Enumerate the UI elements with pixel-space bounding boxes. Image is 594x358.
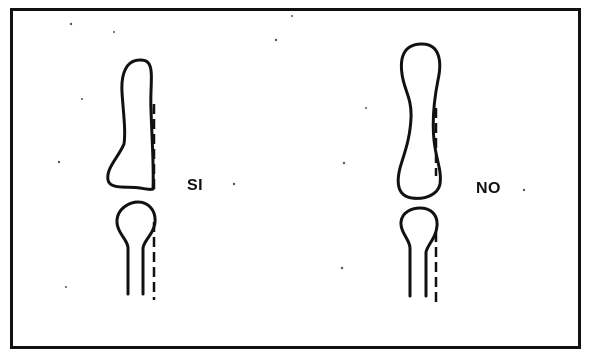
lower-bone-left [117,202,155,294]
lower-bone-right [401,208,437,296]
correct-alignment-figure [108,60,155,300]
upper-bone-left [108,60,153,189]
label-yes: SI [187,177,203,195]
label-no: NO [476,180,501,198]
incorrect-alignment-figure [398,44,440,302]
upper-bone-right [398,44,440,198]
